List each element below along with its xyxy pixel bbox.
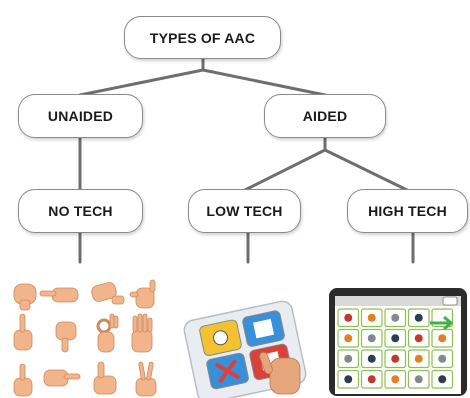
symbol-figure-icon <box>414 375 423 384</box>
symbol-figure-icon <box>367 334 376 343</box>
hand-fist-icon <box>13 283 37 311</box>
symbol-grid <box>337 308 454 389</box>
hand-gestures-illustration <box>13 279 157 397</box>
hand-thumb-up-icon <box>93 361 117 395</box>
hand-peace-icon <box>135 361 157 397</box>
symbol-figure-icon <box>367 313 376 322</box>
pressing-hand-icon <box>259 352 301 395</box>
node-no-tech: NO TECH <box>18 189 143 233</box>
symbol-figure-icon <box>414 334 423 343</box>
node-low-tech: LOW TECH <box>188 189 301 233</box>
green-arrow-icon <box>430 315 454 331</box>
hand-thumbs-down-icon <box>55 321 77 353</box>
hand-open-palm-icon <box>131 313 153 353</box>
hand-point-up-icon <box>13 363 33 397</box>
hand-index-up-icon <box>13 313 33 351</box>
symbol-figure-icon <box>391 354 400 363</box>
connector-aided-lowtech <box>243 148 327 192</box>
node-aided: AIDED <box>264 94 386 138</box>
symbol-figure-icon <box>391 334 400 343</box>
connector-aided-hightech <box>323 148 409 192</box>
tablet-illustration <box>329 288 467 396</box>
hand-point-left-icon <box>39 287 79 303</box>
tablet-toolbar <box>335 296 461 306</box>
symbol-figure-icon <box>438 375 447 384</box>
symbol-figure-icon <box>344 375 353 384</box>
connector-root-aided <box>201 68 327 97</box>
symbol-figure-icon <box>438 334 447 343</box>
node-types-of-aac: TYPES OF AAC <box>124 16 281 59</box>
symbol-figure-icon <box>367 375 376 384</box>
low-tech-board-illustration <box>183 300 307 398</box>
tablet-delete-key <box>442 296 458 306</box>
symbol-figure-icon <box>391 375 400 384</box>
hand-point-right-icon <box>43 369 81 387</box>
symbol-figure-icon <box>344 354 353 363</box>
symbol-figure-icon <box>438 354 447 363</box>
symbol-figure-icon <box>414 313 423 322</box>
symbol-figure-icon <box>414 354 423 363</box>
hand-ok-icon <box>96 313 119 353</box>
connector-root-unaided <box>78 68 205 97</box>
node-unaided: UNAIDED <box>18 94 143 138</box>
node-high-tech: HIGH TECH <box>347 189 468 233</box>
hand-call-me-icon <box>129 279 156 309</box>
symbol-figure-icon <box>344 313 353 322</box>
symbol-figure-icon <box>391 313 400 322</box>
symbol-figure-icon <box>367 354 376 363</box>
hand-flat-icon <box>91 282 125 305</box>
symbol-figure-icon <box>344 334 353 343</box>
